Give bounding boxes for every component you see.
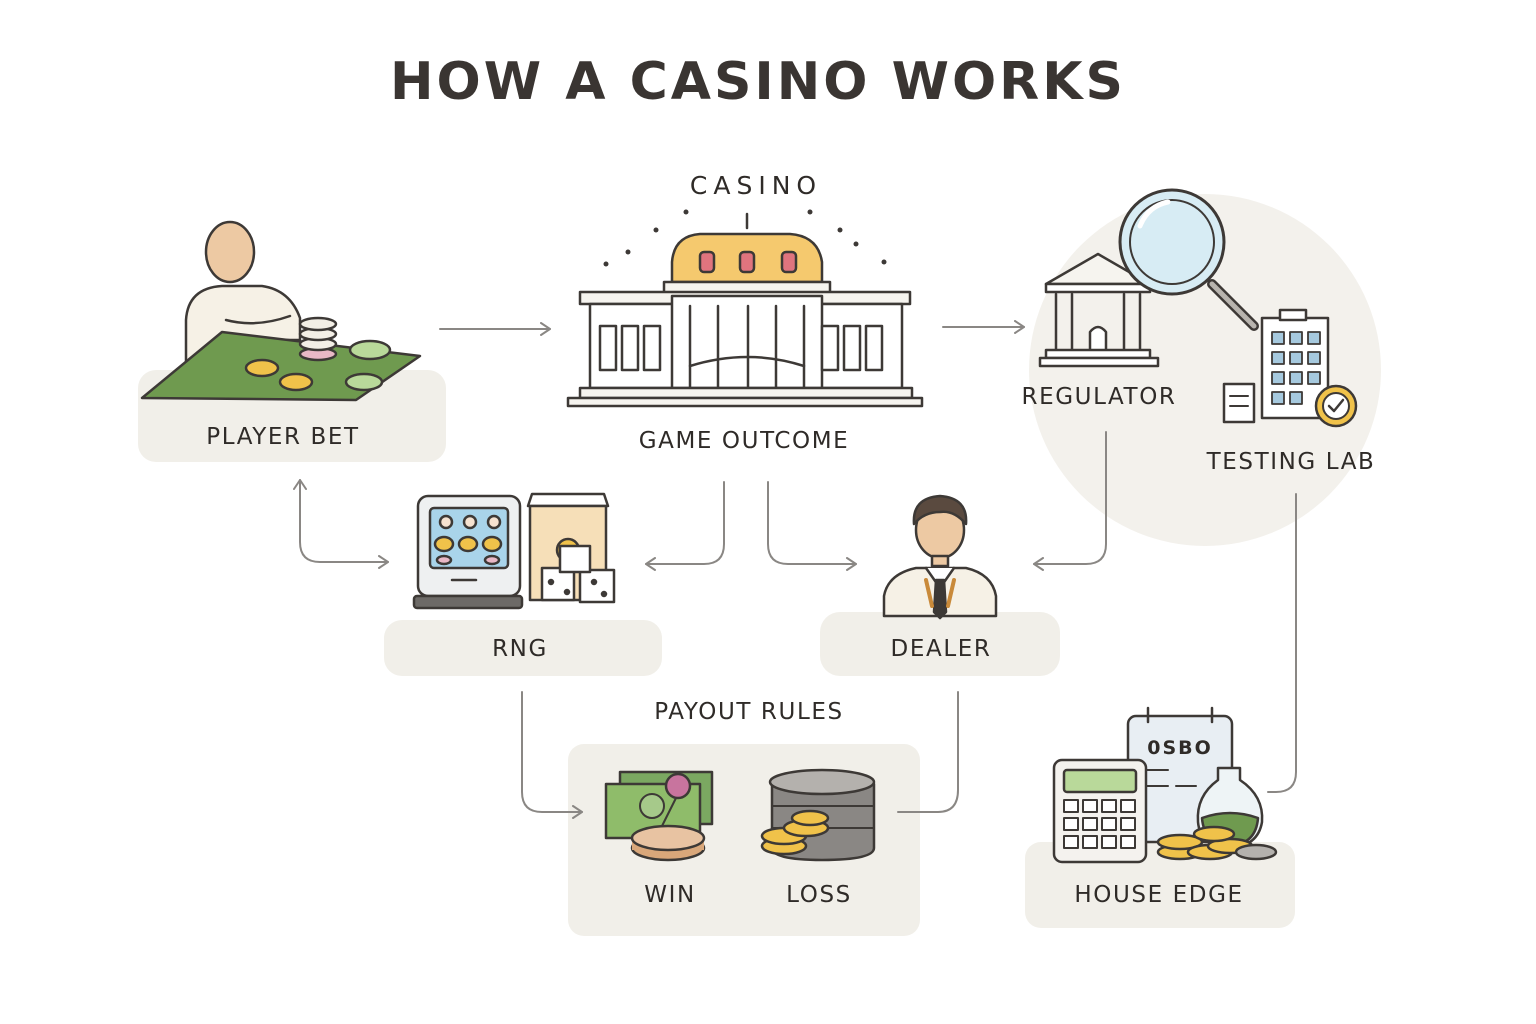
rng-panel bbox=[384, 620, 662, 676]
loss-label: LOSS bbox=[786, 882, 852, 908]
chip bbox=[344, 372, 384, 392]
dealer-panel bbox=[820, 612, 1060, 676]
game-outcome-label: GAME OUTCOME bbox=[638, 428, 850, 454]
arrow-bet-rng-both bbox=[293, 479, 389, 569]
ledger-figure: 0SBO bbox=[1147, 737, 1213, 759]
arrow-rng-to-payout bbox=[521, 691, 583, 819]
win-cash-icon bbox=[604, 770, 714, 862]
arrow-regulator-to-dealer bbox=[1033, 431, 1107, 571]
chip bbox=[348, 339, 392, 361]
player-arm bbox=[224, 314, 292, 325]
loss-coins-icon bbox=[760, 768, 876, 862]
house-edge-panel bbox=[1025, 842, 1295, 928]
arrow-outcome-to-rng bbox=[645, 481, 725, 571]
house-edge-icon bbox=[1052, 706, 1278, 864]
player-bet-label: PLAYER BET bbox=[206, 424, 360, 450]
win-label: WIN bbox=[644, 882, 696, 908]
chip-stack bbox=[298, 316, 338, 362]
chip bbox=[278, 372, 314, 392]
line-lab-to-house-edge bbox=[1267, 493, 1297, 793]
sparkle-dots bbox=[603, 209, 887, 267]
dealer-icon bbox=[882, 494, 998, 620]
testing-lab-icon bbox=[1222, 308, 1358, 428]
casino-building-icon bbox=[566, 209, 924, 408]
payout-rules-label: PAYOUT RULES bbox=[654, 699, 844, 725]
chip bbox=[244, 358, 280, 378]
regulator-building-icon bbox=[1038, 252, 1160, 368]
arrow-outcome-to-dealer bbox=[767, 481, 857, 571]
connectors bbox=[293, 320, 1297, 819]
magnifier-icon bbox=[1118, 188, 1259, 331]
dealer-label: DEALER bbox=[890, 636, 992, 662]
casino-sign-label: CASINO bbox=[689, 171, 823, 200]
rng-label: RNG bbox=[492, 636, 548, 662]
regulator-label: REGULATOR bbox=[1021, 384, 1177, 410]
house-edge-label: HOUSE EDGE bbox=[1074, 882, 1244, 908]
player-head bbox=[204, 220, 256, 284]
page-title: HOW A CASINO WORKS bbox=[390, 52, 1126, 112]
rng-machine-icon bbox=[412, 492, 616, 610]
player-bet-icon bbox=[140, 220, 422, 402]
line-dealer-to-payout bbox=[897, 691, 959, 813]
testing-lab-label: TESTING LAB bbox=[1206, 449, 1376, 475]
